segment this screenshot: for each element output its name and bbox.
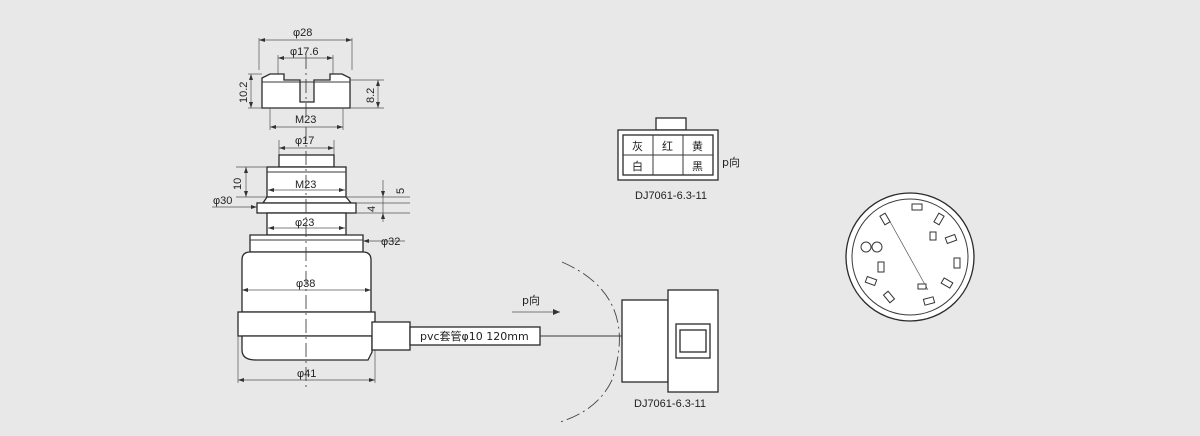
dim-8-2: 8.2: [365, 88, 377, 103]
wire-cell-white: 白: [632, 159, 643, 173]
dim-10: 10: [232, 178, 244, 190]
dim-m23-cap: M23: [295, 114, 316, 126]
wire-cell-yellow: 黄: [692, 139, 703, 153]
cable-label: pvc套管φ10 120mm: [420, 329, 529, 343]
dim-4: 4: [366, 206, 378, 212]
dim-10-2: 10.2: [238, 82, 250, 103]
dim-phi30: φ30: [213, 195, 232, 207]
wire-cell-black: 黑: [692, 160, 703, 173]
dim-phi23: φ23: [295, 217, 314, 229]
dim-phi17: φ17: [295, 135, 314, 147]
connector-top-model: DJ7061-6.3-11: [635, 190, 707, 202]
connector-side-view: DJ7061-6.3-11: [621, 289, 719, 410]
dim-phi17-6: φ17.6: [290, 46, 319, 58]
dim-phi41: φ41: [297, 368, 316, 380]
dim-phi32: φ32: [381, 236, 400, 248]
cable-direction-label: p向: [522, 293, 540, 307]
wire-cell-gray: 灰: [632, 139, 643, 153]
wire-cell-red: 红: [662, 140, 673, 153]
connector-bottom-model: DJ7061-6.3-11: [634, 398, 706, 410]
cable-assembly: pvc套管φ10 120mm p向: [371, 261, 622, 423]
circular-end-view: [845, 192, 975, 322]
dim-5: 5: [395, 188, 407, 194]
connector-front-view: 灰 红 黄 白 黑 p向 DJ7061-6.3-11: [617, 117, 740, 202]
dim-phi28: φ28: [293, 27, 312, 39]
top-cap-view: φ28 φ17.6 10.2 8.2 M23: [238, 27, 384, 130]
connector-direction-label: p向: [722, 155, 740, 169]
sensor-body-view: φ17 M23 10 φ30 5 4: [212, 55, 410, 390]
